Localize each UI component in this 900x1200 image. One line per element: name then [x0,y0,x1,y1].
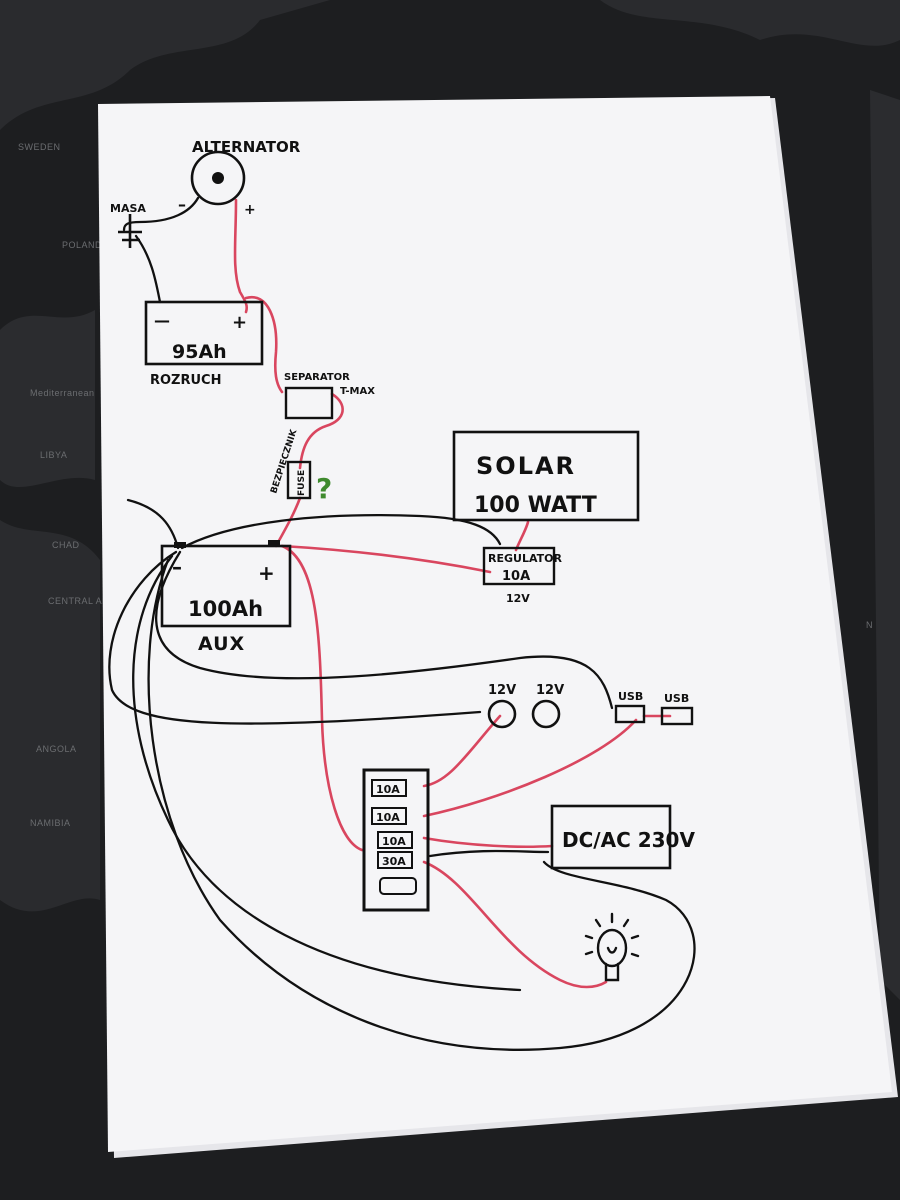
regulator-label: REGULATOR [488,552,562,565]
socket-12v-1-label: 12V [488,683,516,698]
inverter: DC/AC 230V [550,804,695,870]
inverter-label: DC/AC 230V [562,828,695,852]
wire-alternator-plus-to-starter-battery [233,198,249,314]
charge-regulator: REGULATOR 10A 12V [482,546,562,605]
wire-fusebox-to-inverter [422,836,554,849]
fuse-slot-4-rating: 30A [382,855,406,868]
fuse-box: 10A 10A 10A 30A [362,768,430,912]
alternator-minus-sign: – [178,195,186,214]
alternator-plus-sign: + [244,202,256,218]
ground-symbol: MASA [110,202,146,248]
socket-12v-2: 12V [531,683,564,729]
alternator-label: ALTERNATOR [192,138,301,156]
map-label-poland: POLAND [62,240,102,250]
regulator-rating: 10A [502,569,530,584]
wire-ground-to-starter-minus [134,234,162,304]
aux-battery-plus: + [258,561,275,585]
wire-aux-minus-to-usb-loop [155,550,614,710]
usb-port-2: USB [660,692,694,726]
fuse-text: FUSE [297,470,307,496]
positive-wires [233,198,672,989]
map-label-namibia: NAMIBIA [30,818,71,828]
aux-battery-capacity: 100Ah [188,597,263,621]
wire-fusebox-to-inverter-neg [428,849,550,858]
wire-aux-minus-to-regulator [180,514,502,550]
regulator-voltage: 12V [506,592,530,605]
socket-12v-1: 12V [487,683,517,729]
separator-brand: T-MAX [340,386,375,397]
wire-aux-plus-to-regulator [280,544,492,574]
map-label-ocean-code: N [866,620,873,630]
aux-battery-minus: – [172,555,182,579]
wire-aux-minus-to-socket-loop [108,550,482,725]
wire-fusebox-to-usb [422,718,638,818]
starter-battery-capacity: 95Ah [172,341,227,363]
aux-battery-label: AUX [198,633,245,655]
fuse-slot-3-rating: 10A [382,835,406,848]
alternator: ALTERNATOR – + [178,138,301,218]
map-label-libya: LIBYA [40,450,67,460]
fuse-slot-3: 10A [377,831,413,849]
wire-aux-minus-to-inverter-loop [147,558,696,1051]
solar-panel: SOLAR 100 WATT [452,430,640,522]
starter-battery-plus: + [232,312,247,333]
wire-aux-plus-to-fusebox [280,544,364,852]
wire-separator-to-fuse [298,392,344,470]
starter-battery-label: ROZRUCH [150,373,221,388]
wire-fusebox-to-lamp [422,860,608,989]
fuse-slot-1-rating: 10A [376,783,400,796]
wire-fusebox-to-12v-socket [422,714,502,788]
solar-wattage: 100 WATT [474,493,597,518]
usb-port-2-label: USB [664,692,689,705]
fuse-slot-4: 30A [377,851,413,869]
usb-port-1-label: USB [618,690,643,703]
ground-label: MASA [110,202,146,215]
fuse-slot-5 [379,877,417,895]
aux-battery: – + 100Ah AUX [160,540,292,655]
separator: SEPARATOR T-MAX [284,372,375,420]
map-label-angola: ANGOLA [36,744,77,754]
question-mark: ? [316,472,332,505]
starter-battery: — + 95Ah ROZRUCH [144,300,264,388]
wire-starter-plus-to-separator [244,295,284,394]
usb-port-1: USB [614,690,646,724]
map-label-sweden: SWEDEN [18,142,61,152]
separator-label: SEPARATOR [284,372,350,383]
light-bulb-icon [584,912,640,982]
fuse-slot-2-rating: 10A [376,811,400,824]
wire-alternator-minus-to-ground [122,196,200,232]
wire-aux-minus-to-fusebox-loop [132,554,522,992]
starter-battery-minus: — [154,311,170,330]
socket-12v-2-label: 12V [536,683,564,698]
paper-sheet [98,96,898,1158]
solar-label: SOLAR [476,452,576,480]
fuse-slot-2: 10A [371,807,407,825]
map-label-mediterranean: Mediterranean [30,388,95,398]
map-label-chad: CHAD [52,540,80,550]
fuse-slot-1: 10A [371,779,407,797]
